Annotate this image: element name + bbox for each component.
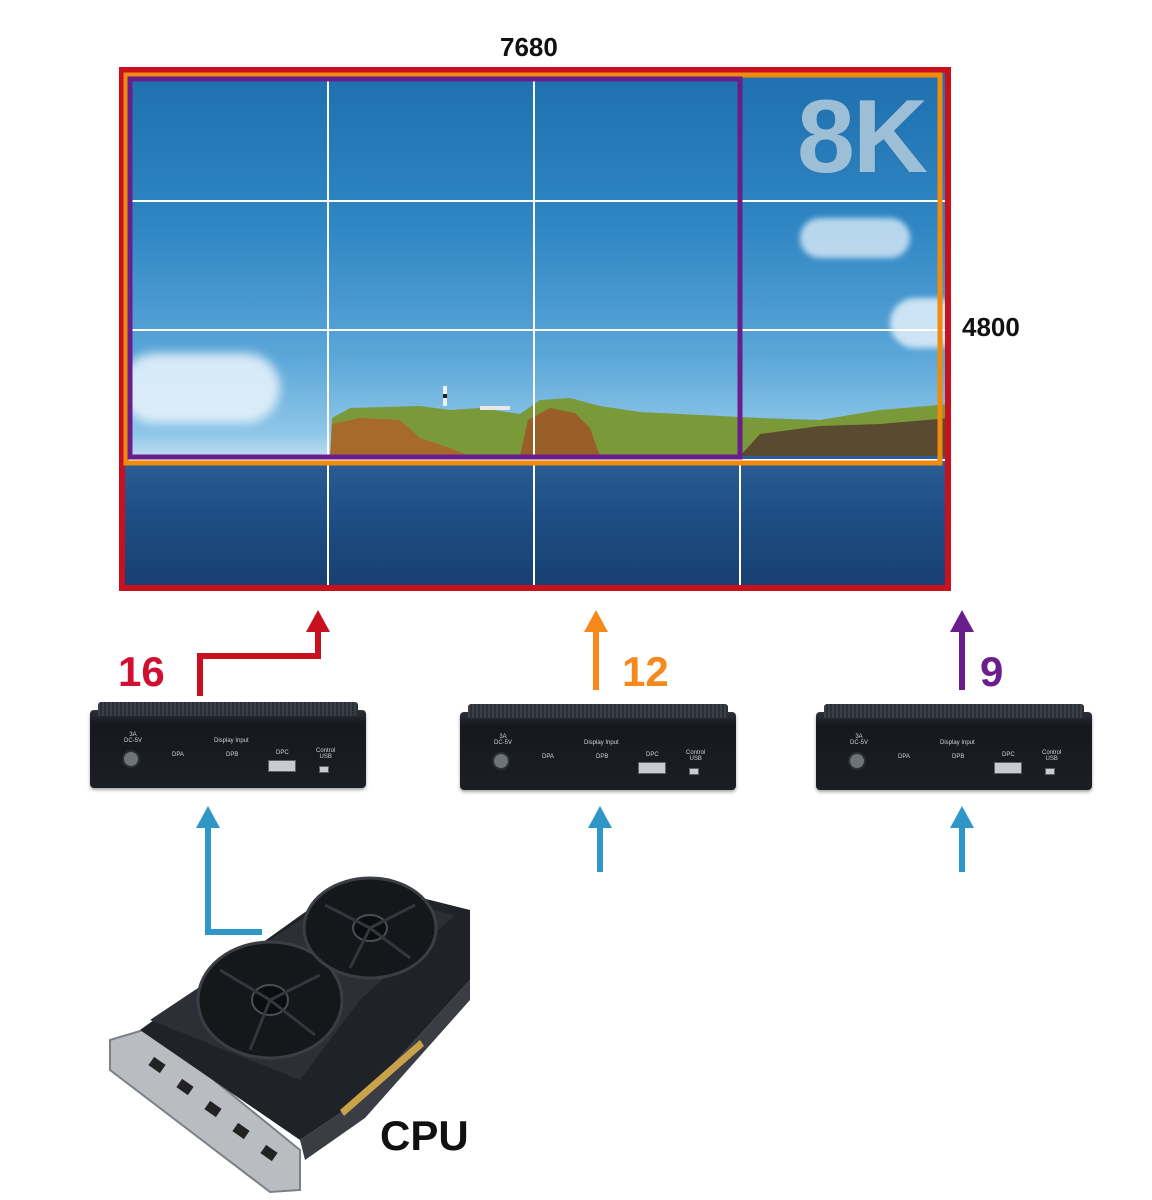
cloud-shape: [120, 353, 280, 423]
arrow-16: [197, 630, 321, 696]
output-count-9: 9: [980, 648, 1004, 695]
dpc-port: [268, 760, 296, 772]
dpc-label: DPC: [646, 752, 659, 758]
dc-port-label: 3A DC-5V: [124, 732, 143, 744]
display-input-label: Display Input: [940, 740, 975, 746]
dpa-label: DPA: [542, 754, 554, 760]
region-16-outline: [119, 67, 951, 591]
dc-power-port: [492, 752, 510, 770]
pcie-connector: [340, 1040, 424, 1116]
arrow-12-head: [584, 610, 608, 632]
dpa-label: DPA: [172, 752, 184, 758]
fan-blades: [219, 903, 416, 1051]
dpc-label: DPC: [1002, 752, 1015, 758]
output-count-16: 16: [118, 648, 165, 695]
region-12-outline: [123, 72, 943, 466]
cliff-landscape: [330, 386, 950, 456]
dc-power-port: [122, 750, 140, 768]
dpa-label: DPA: [898, 754, 910, 760]
region-9-outline: [127, 76, 743, 460]
input-arrow-2-head: [588, 806, 612, 828]
card-edge: [300, 980, 470, 1160]
usb-port: [689, 768, 699, 775]
resolution-badge: 8K: [797, 79, 928, 195]
output-count-12: 12: [622, 648, 669, 695]
video-wall-controller-icon: 3A DC-5V DPA Display Input DPB DPC Contr…: [816, 704, 1092, 790]
input-arrow-1-head: [196, 806, 220, 828]
arrow-9-head: [950, 610, 974, 632]
device-top-vent: [98, 702, 358, 716]
dpc-label: DPC: [276, 750, 289, 756]
source-label: CPU: [380, 1112, 469, 1159]
dpc-port: [994, 762, 1022, 774]
dc-power-port: [848, 752, 866, 770]
input-arrow-3-head: [950, 806, 974, 828]
cloud-shape: [800, 218, 910, 258]
arrow-16-head: [306, 610, 330, 632]
dpc-port: [638, 762, 666, 774]
device-top-vent: [824, 704, 1084, 718]
height-label: 4800: [962, 312, 1020, 342]
width-label: 7680: [500, 32, 558, 62]
video-wall-controller-icon: 3A DC-5V DPA Display Input DPB DPC Contr…: [460, 704, 736, 790]
video-wall-controller-icon: 3A DC-5V DPA Display Input DPB DPC Contr…: [90, 702, 366, 788]
display-input-label: Display Input: [214, 738, 249, 744]
io-ports: [148, 1056, 278, 1162]
device-top-vent: [468, 704, 728, 718]
control-usb-label: Control USB: [686, 750, 706, 762]
control-usb-label: Control USB: [316, 748, 336, 760]
dpb-label: DPB: [596, 754, 609, 760]
display-input-label: Display Input: [584, 740, 619, 746]
control-usb-label: Control USB: [1042, 750, 1062, 762]
video-wall-image: 8K: [120, 68, 950, 590]
dpb-label: DPB: [226, 752, 239, 758]
usb-port: [319, 766, 329, 773]
dpb-label: DPB: [952, 754, 965, 760]
usb-port: [1045, 768, 1055, 775]
input-arrow-1: [205, 826, 262, 935]
dc-port-label: 3A DC-5V: [850, 734, 869, 746]
dc-port-label: 3A DC-5V: [494, 734, 513, 746]
